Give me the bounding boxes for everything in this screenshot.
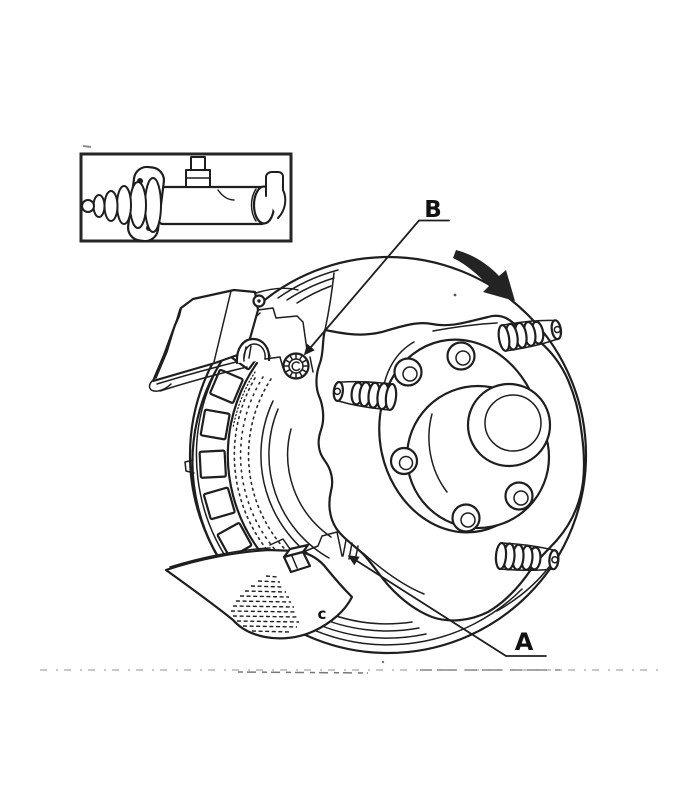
- pushrod-tip: [81, 199, 95, 213]
- body-detail-line: [217, 189, 235, 201]
- hub-cap-face-inner: [484, 394, 542, 452]
- d-loop-clip-marks: [243, 345, 252, 359]
- callout-b: B: [303, 197, 450, 356]
- flange-bolt-socket: [460, 512, 476, 528]
- d-loop-bracket: [235, 337, 271, 365]
- flange-bolt-socket: [402, 366, 418, 382]
- boot-bellows: [81, 177, 162, 233]
- disc-hat-arc: [286, 428, 332, 538]
- small-bolt-center: [257, 299, 261, 303]
- disc-chamfer-arc: [286, 277, 335, 301]
- guide-bolt-slot: [291, 361, 301, 372]
- rotation-arrow-icon: [453, 250, 515, 301]
- master-cylinder-drawing: [81, 156, 287, 243]
- vent-slot: [199, 408, 231, 441]
- label-a: A: [515, 628, 534, 656]
- flange-bolts: [389, 341, 534, 533]
- wheel-studs: [332, 319, 563, 572]
- leader-arrowhead-a: [347, 555, 360, 566]
- disc-bottom-edge-arc: [298, 588, 523, 646]
- guide-bolt-ring: [288, 358, 304, 374]
- disc-chamfer-arc: [277, 269, 339, 299]
- hub-assembly: [378, 338, 552, 534]
- guide-bolt-side-mark: [309, 356, 314, 373]
- vent-slot: [202, 486, 236, 521]
- scan-artifacts: [40, 145, 660, 674]
- end-cap-line: [250, 188, 257, 222]
- label-b: B: [424, 197, 442, 223]
- lower-splash-shield: [164, 531, 359, 640]
- shield-strap: [156, 360, 248, 392]
- scan-line-dark: [237, 671, 369, 674]
- guide-bolt-serrations: [282, 352, 310, 380]
- bracket-top-edge: [255, 287, 299, 294]
- shield-plate: [151, 288, 260, 383]
- disc-chamfer-arc: [296, 285, 332, 304]
- upper-splash-shield: [148, 287, 308, 392]
- flange-bolt-socket: [398, 455, 414, 471]
- flange-bolt: [389, 446, 419, 476]
- stipple-arc: [239, 376, 318, 585]
- striation-arc: [232, 371, 256, 429]
- disc-face-arc: [268, 408, 330, 559]
- pad-boss-line: [291, 555, 298, 569]
- shield-plate: [164, 548, 354, 640]
- shield-crease: [155, 308, 181, 379]
- stud-tip: [548, 549, 560, 571]
- flange-bolt-socket: [513, 490, 529, 506]
- rim-tab: [184, 459, 195, 474]
- cylinder-body: [156, 185, 268, 226]
- outlet-pipe: [265, 171, 287, 219]
- shield-lip: [169, 547, 271, 568]
- shield-crease: [213, 290, 232, 363]
- vent-slot: [209, 368, 244, 404]
- wheel-stud-top-right: [497, 319, 563, 352]
- callout-a: A: [347, 555, 547, 657]
- inset-master-cylinder: [79, 152, 293, 243]
- knuckle-bottom-fold: [362, 552, 425, 595]
- lower-bracket-lines: [269, 531, 359, 562]
- pad-boss-front: [282, 550, 312, 574]
- stipple-arc: [247, 378, 319, 577]
- scan-speck: [453, 293, 457, 297]
- knuckle-top-fold: [432, 322, 498, 332]
- vent-slot: [198, 449, 227, 479]
- leader-arrowhead-b: [303, 343, 315, 356]
- hub-cap-side-line: [428, 413, 448, 493]
- hub-cap-face: [466, 382, 552, 468]
- hatch-lines: [230, 575, 300, 633]
- wheel-stud-left: [332, 380, 398, 412]
- knuckle-upper-edge: [324, 272, 335, 331]
- leader-line-b: [310, 219, 450, 348]
- knuckle-bottom-fold: [496, 566, 550, 612]
- scan-speck: [82, 145, 92, 148]
- scan-speck: [381, 660, 385, 664]
- shield-foot: [148, 380, 172, 392]
- wheel-stud-bottom-right: [494, 541, 560, 572]
- label-c: c: [318, 605, 327, 623]
- strap-to-bolt: [264, 356, 284, 369]
- leader-line-a: [356, 560, 547, 657]
- bracket-step: [257, 307, 308, 351]
- flange-bolt-socket: [455, 350, 471, 366]
- reservoir-fitting-stem: [190, 156, 206, 171]
- guide-bolt-b-target: [282, 352, 314, 380]
